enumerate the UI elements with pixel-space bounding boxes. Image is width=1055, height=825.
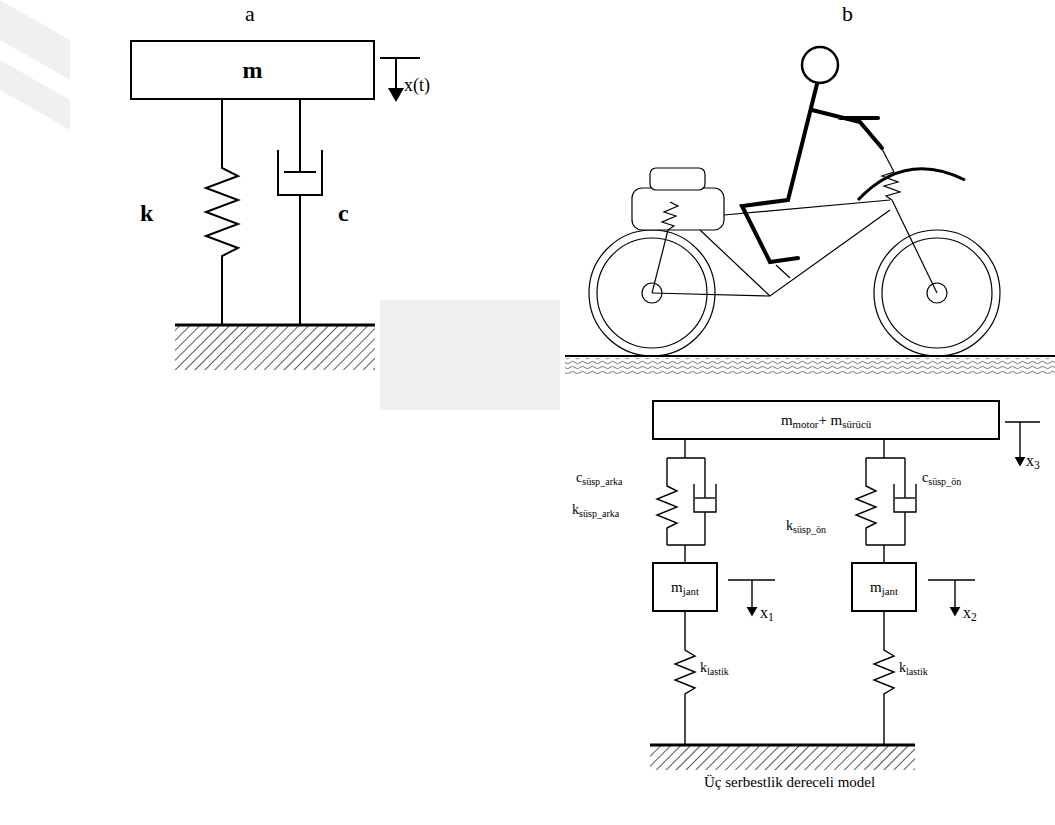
figure-caption: Üç serbestlik dereceli model — [704, 774, 875, 791]
displacement-label: x2 — [963, 604, 977, 622]
watermark — [0, 0, 560, 410]
mass-label: mjant — [870, 579, 898, 596]
displacement-label: x1 — [760, 604, 774, 622]
single-dof-model — [175, 58, 420, 370]
displacement-label: x(t) — [404, 76, 430, 96]
rim-mass-box: mjant — [652, 562, 718, 612]
rim-mass-box: mjant — [851, 562, 917, 612]
panel-letter: b — [842, 2, 853, 26]
mass-box: m — [130, 40, 375, 100]
displacement-label: x3 — [1026, 452, 1040, 470]
mass-label: m — [243, 57, 263, 83]
spring-label: klastik — [899, 660, 928, 675]
three-dof-model — [650, 422, 1040, 770]
spring-label: ksüsp_ön — [786, 518, 826, 533]
motorcycle-sketch — [565, 47, 1055, 374]
damper-label: csüsp_arka — [576, 470, 623, 485]
damper-label: csüsp_ön — [922, 470, 961, 485]
spring-label: k — [140, 200, 153, 226]
panel-letter: a — [245, 2, 255, 26]
body-mass-box: mmotor+ msürücü — [652, 400, 1000, 440]
mass-label: mjant — [671, 579, 699, 596]
spring-label: ksüsp_arka — [572, 502, 619, 517]
spring-label: klastik — [700, 660, 729, 675]
damper-label: c — [338, 200, 349, 226]
mass-label: mmotor+ msürücü — [781, 412, 871, 429]
